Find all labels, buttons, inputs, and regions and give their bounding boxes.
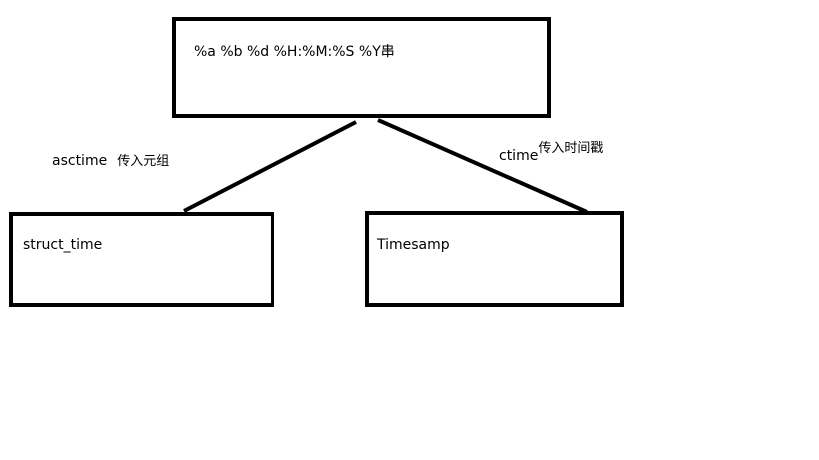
ctime-note: 传入时间戳: [538, 141, 604, 156]
edge-line-ctime: [377, 118, 588, 214]
timestamp-node: Timesamp: [365, 211, 624, 307]
timestamp-label: Timesamp: [377, 237, 450, 253]
ctime-edge-label: ctime传入时间戳: [499, 137, 604, 164]
struct-time-label: struct_time: [23, 237, 103, 253]
asctime-edge-label: asctime 传入元组: [52, 150, 169, 169]
struct-time-node: struct_time: [9, 212, 274, 307]
edge-line-asctime: [183, 120, 357, 213]
format-string-label: %a %b %d %H:%M:%S %Y串: [194, 44, 395, 60]
asctime-note: 传入元组: [117, 154, 170, 169]
format-string-node: %a %b %d %H:%M:%S %Y串: [172, 17, 551, 118]
asctime-function-name: asctime: [52, 153, 108, 169]
ctime-function-name: ctime: [499, 148, 539, 164]
